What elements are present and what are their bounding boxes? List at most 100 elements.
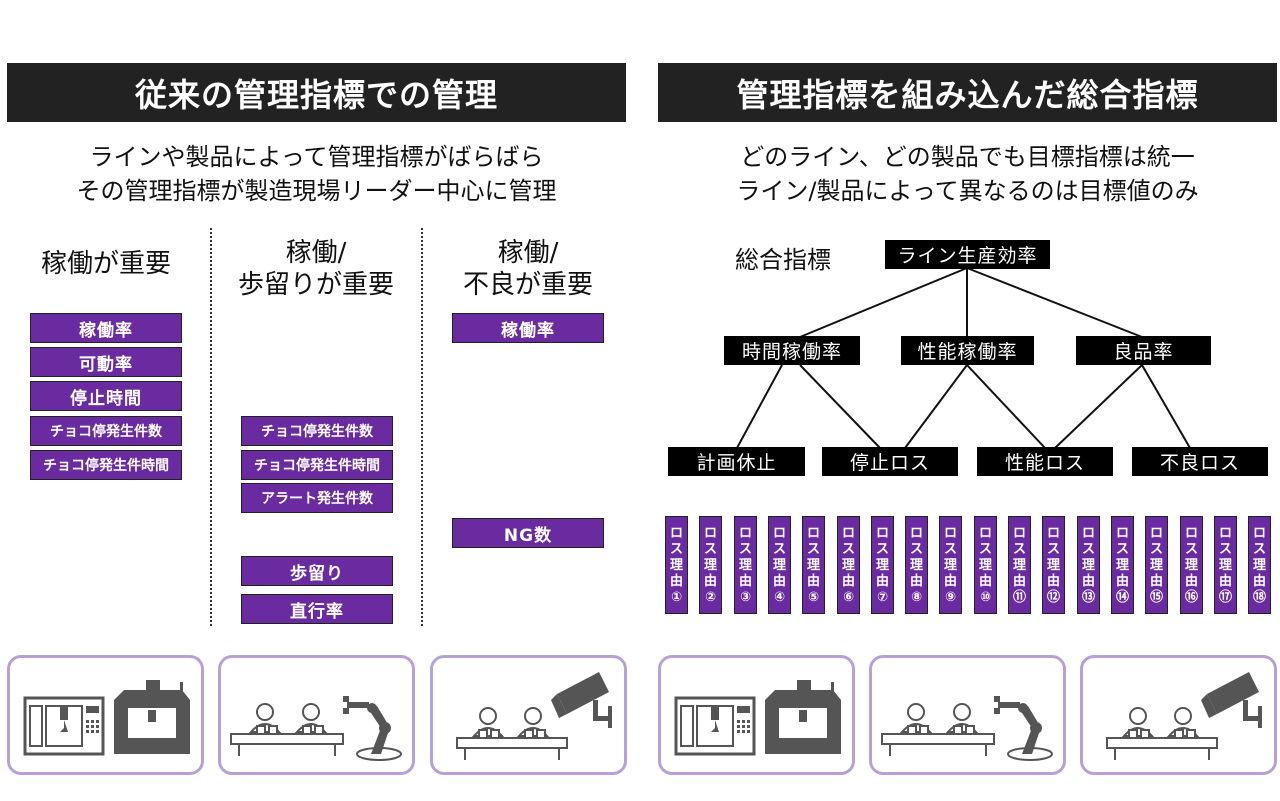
loss-reason-char: ス xyxy=(1184,542,1198,557)
tree-edge xyxy=(966,267,1143,338)
loss-reason-char: ロ xyxy=(806,526,820,541)
loss-reason-char: ロ xyxy=(909,526,923,541)
tree-root: ライン生産効率 xyxy=(885,240,1050,269)
tree-node-performance-loss: 性能ロス xyxy=(977,447,1113,476)
loss-reason-char: ロ xyxy=(772,526,786,541)
loss-reason-number: ③ xyxy=(739,590,751,605)
column-heading-line: 不良が重要 xyxy=(462,270,593,300)
loss-reason-char: ロ xyxy=(1218,526,1232,541)
loss-reason-char: 由 xyxy=(909,574,923,589)
workers-robot-arm-icon xyxy=(881,696,1053,761)
workers-camera-icon xyxy=(1106,672,1262,760)
card-workers-camera xyxy=(1080,655,1277,775)
loss-reason-number: ⑦ xyxy=(876,590,888,605)
loss-reason-number: ⑱ xyxy=(1252,590,1266,605)
workers-camera-icon xyxy=(456,672,612,760)
metric-box: 稼働率 xyxy=(30,313,182,343)
loss-reason-char: ロ xyxy=(703,526,717,541)
tree-node-defect-loss: 不良ロス xyxy=(1132,447,1268,476)
loss-reason-char: 由 xyxy=(703,574,717,589)
right-subtitle-line-1: どのライン、どの製品でも目標指標は統一 xyxy=(740,143,1195,171)
loss-reason-char: ロ xyxy=(1115,526,1129,541)
loss-reason-char: 理 xyxy=(703,558,717,573)
loss-reason-number: ⑧ xyxy=(910,590,922,605)
card-workers-camera xyxy=(430,655,627,775)
loss-reason-number: ⑨ xyxy=(944,590,956,605)
loss-reason-char: 理 xyxy=(1012,558,1026,573)
loss-reason-char: 理 xyxy=(1184,558,1198,573)
loss-reason-char: 由 xyxy=(772,574,786,589)
loss-reason-char: ス xyxy=(1046,542,1060,557)
metric-box: 歩留り xyxy=(241,556,393,586)
loss-reason-number: ⑫ xyxy=(1046,590,1060,605)
loss-reason-char: 理 xyxy=(875,558,889,573)
loss-reason-char: ス xyxy=(1115,542,1129,557)
loss-reason-char: ス xyxy=(841,542,855,557)
loss-reason-char: 理 xyxy=(841,558,855,573)
loss-reason-number: ② xyxy=(704,590,716,605)
loss-reason-char: 理 xyxy=(1149,558,1163,573)
loss-reason-number: ① xyxy=(670,590,682,605)
loss-reason-char: ロ xyxy=(1046,526,1060,541)
card-cnc-machine xyxy=(658,655,855,775)
loss-reason-number: ⑯ xyxy=(1184,590,1198,605)
metric-box: 停止時間 xyxy=(30,381,182,411)
tree-label: 総合指標 xyxy=(735,246,831,274)
loss-reason-char: 理 xyxy=(738,558,752,573)
loss-reason-char: ロ xyxy=(1149,526,1163,541)
loss-reason-char: ロ xyxy=(875,526,889,541)
loss-reason-char: 由 xyxy=(1081,574,1095,589)
loss-reason-char: ロ xyxy=(978,526,992,541)
loss-reason-char: ス xyxy=(669,542,683,557)
loss-reason-number: ⑩ xyxy=(979,590,991,605)
tree-edge xyxy=(1141,364,1191,449)
loss-reason-char: ロ xyxy=(738,526,752,541)
loss-reason-char: ロ xyxy=(1184,526,1198,541)
metric-box: チョコ停発生件時間 xyxy=(241,450,393,480)
column-heading-uptime: 稼働が重要 xyxy=(26,248,186,280)
metric-box: アラート発生件数 xyxy=(241,483,393,513)
left-subtitle: ラインや製品によって管理指標がばらばら その管理指標が製造現場リーダー中心に管理 xyxy=(7,140,626,208)
left-subtitle-line-2: その管理指標が製造現場リーダー中心に管理 xyxy=(76,177,557,205)
loss-reason-char: 由 xyxy=(841,574,855,589)
tree-edge xyxy=(799,364,881,449)
loss-reason-char: ス xyxy=(772,542,786,557)
loss-reason-char: 理 xyxy=(806,558,820,573)
metric-box: チョコ停発生件時間 xyxy=(30,450,182,480)
loss-reason-char: ス xyxy=(738,542,752,557)
card-cnc-machine xyxy=(7,655,204,775)
metric-box: チョコ停発生件数 xyxy=(241,416,393,446)
tree-edge xyxy=(904,364,968,449)
metric-box: 直行率 xyxy=(241,594,393,624)
tree-edge xyxy=(966,364,1046,449)
tree-edge xyxy=(736,364,783,449)
loss-reason-char: 由 xyxy=(1012,574,1026,589)
loss-reason-char: 由 xyxy=(943,574,957,589)
loss-reason-char: 理 xyxy=(1046,558,1060,573)
loss-reason-char: ス xyxy=(806,542,820,557)
loss-reason-char: 由 xyxy=(1252,574,1266,589)
loss-reason-char: 由 xyxy=(1046,574,1060,589)
tree-node-time-uptime: 時間稼働率 xyxy=(724,336,860,365)
metric-box: NG数 xyxy=(452,518,604,548)
loss-reason-char: 理 xyxy=(669,558,683,573)
loss-reason-char: ロ xyxy=(1252,526,1266,541)
loss-reason-char: 由 xyxy=(978,574,992,589)
loss-reason-number: ⑮ xyxy=(1149,590,1163,605)
loss-reason-char: ス xyxy=(909,542,923,557)
loss-reason-char: 由 xyxy=(738,574,752,589)
